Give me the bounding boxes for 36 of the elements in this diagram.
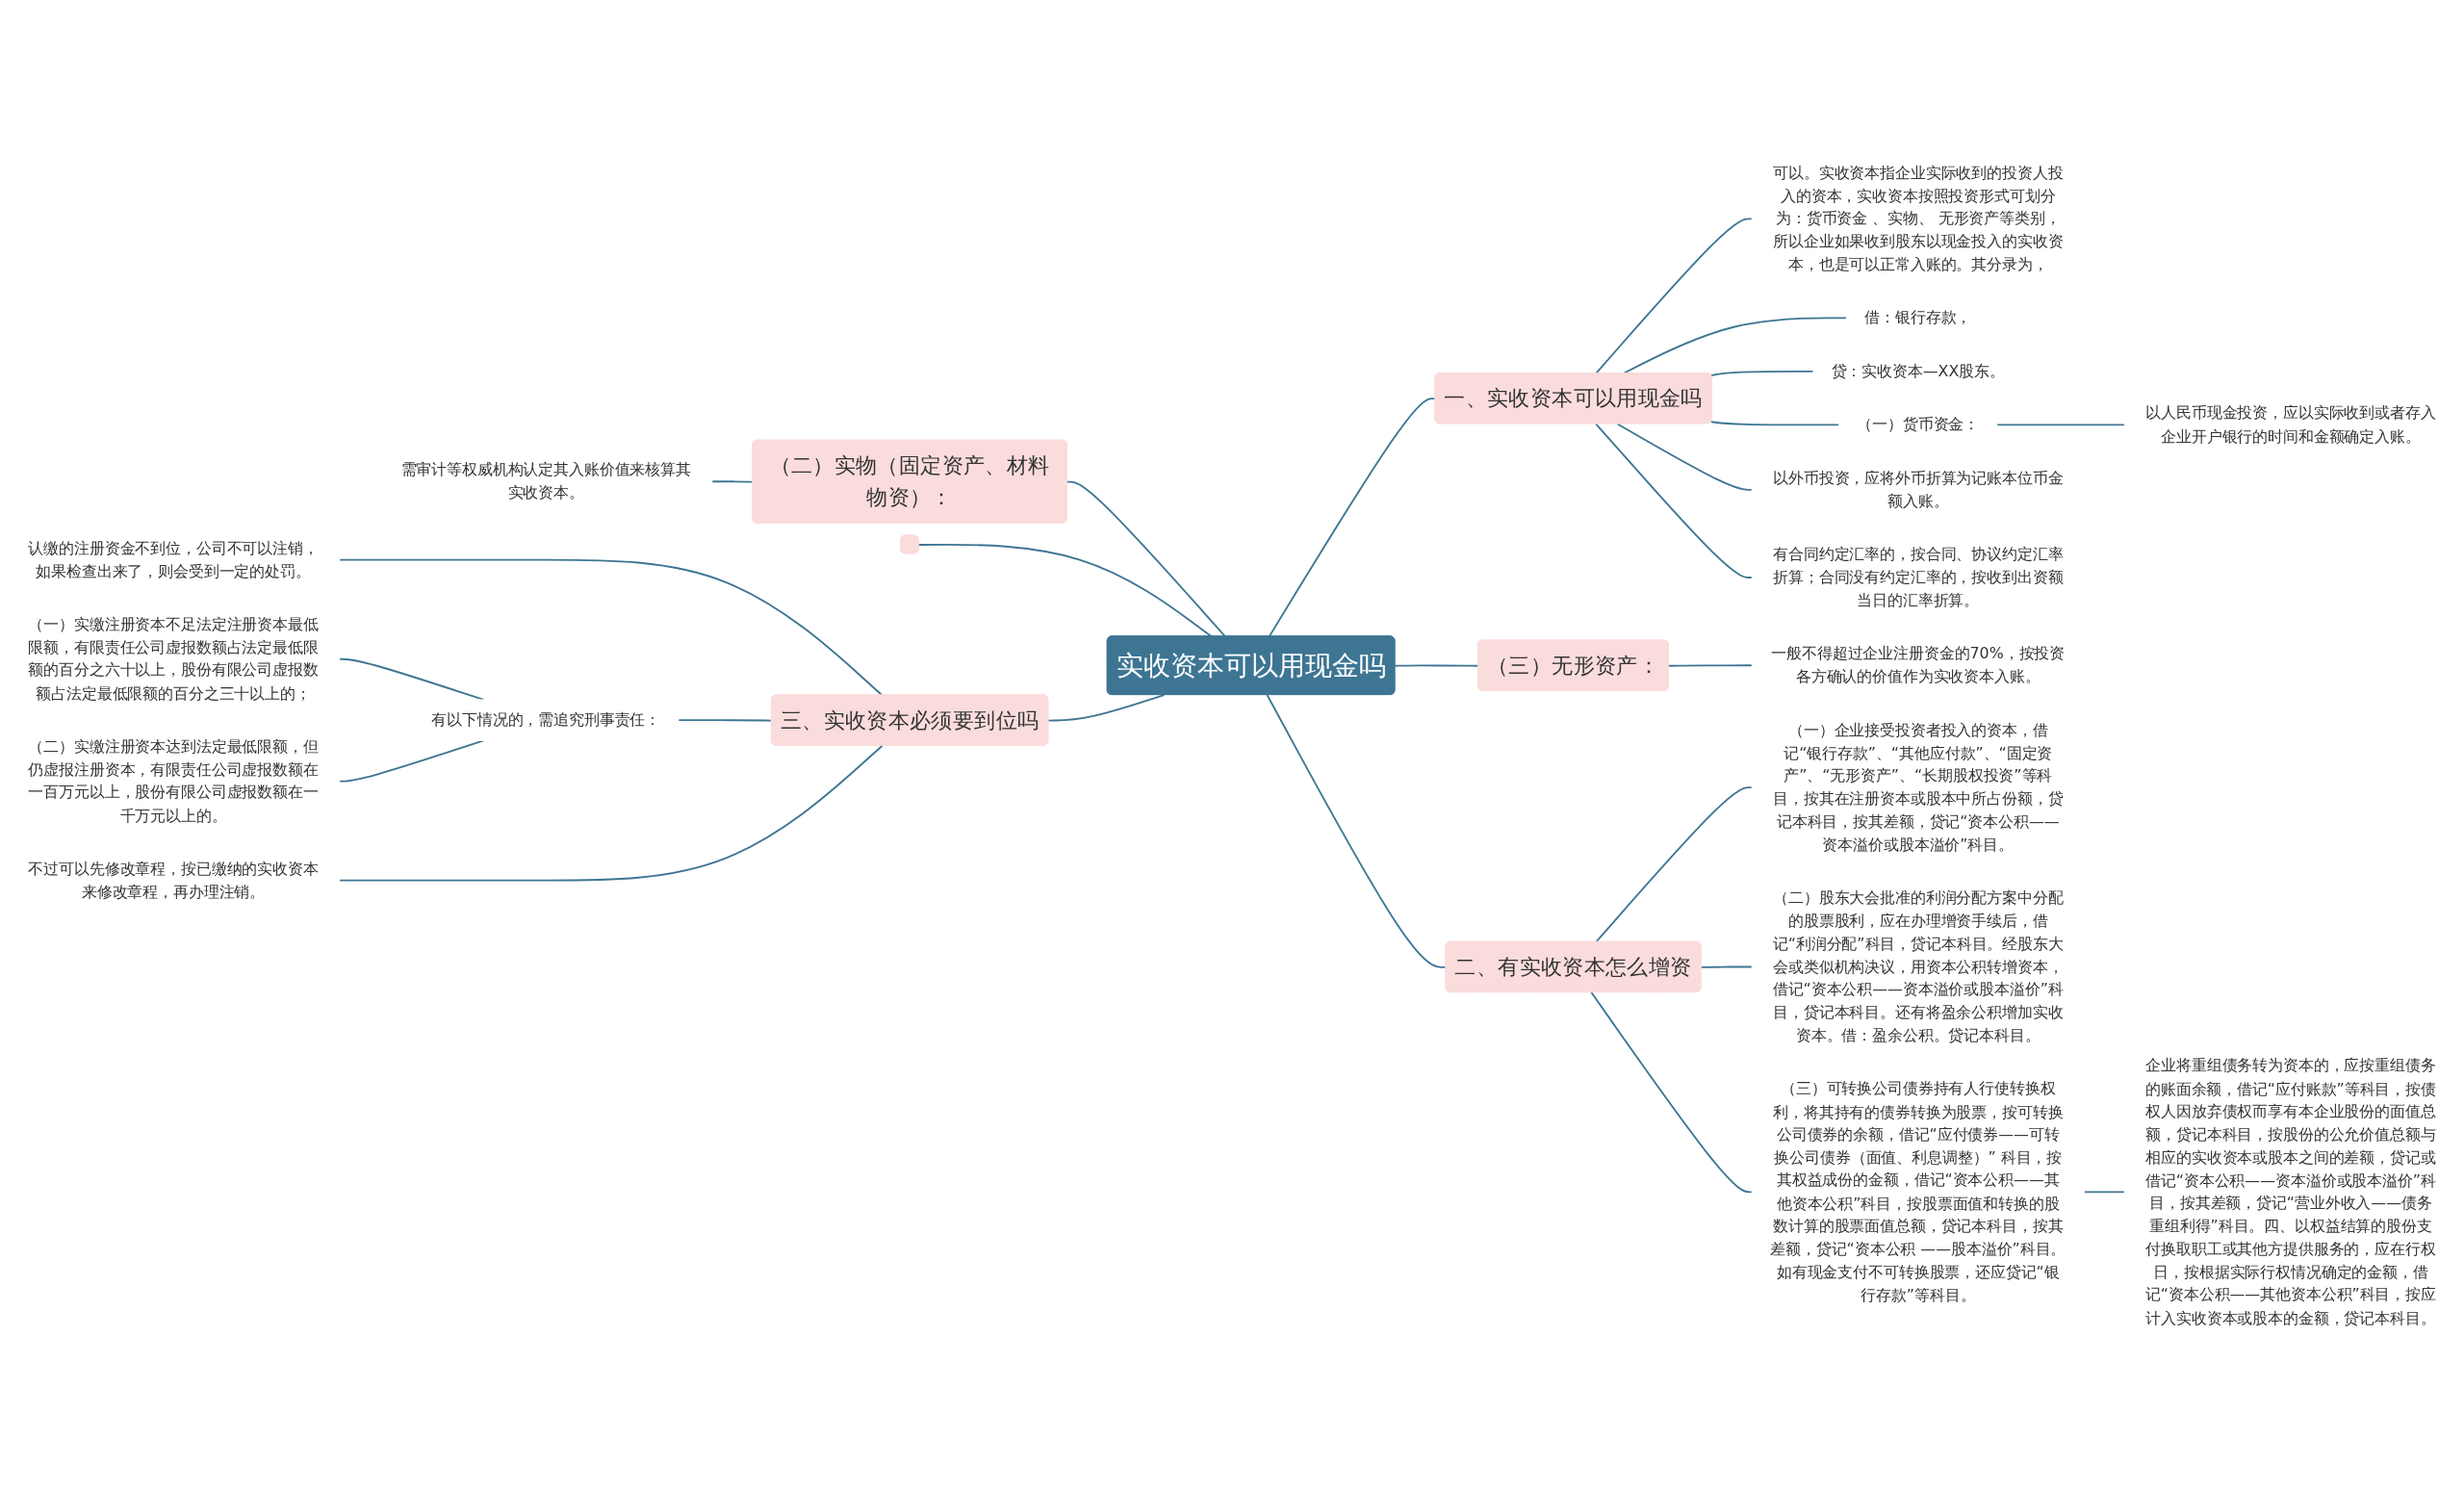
node-text: 以外币投资，应将外币折算为记账本位币金额入账。 (1773, 468, 2064, 510)
connector (338, 558, 884, 697)
connector (2083, 1191, 2126, 1194)
node-text: （二）实缴注册资本达到法定最低限额，但仍虚报注册资本，有限责任公司虚报数额在一百万元以上，股份有限公司虚报数额在一千万元以上的。 (28, 736, 319, 824)
connector (1709, 371, 1814, 376)
connector (1595, 218, 1754, 374)
connector (1595, 786, 1754, 943)
node-text: 贷：实收资本—XX股东。 (1831, 361, 2005, 380)
connector (1700, 965, 1754, 968)
node-text: 有以下情况的，需追究刑事责任： (431, 710, 661, 729)
node-text: 需审计等权威机构认定其入账价值来核算其实收资本。 (400, 460, 691, 501)
node-text: （二）股东大会批准的利润分配方案中分配的股票股利，应在办理增资手续后，借记“利润分配”科目，贷记本科目。经股东大会或类似机构决议，用资本公积转增资本，借记“资本公积——资本溢价或股本溢价”科目，贷记本科目。还有将盈余公积增加实收资本。借：盈余公积。贷记本科目。 (1772, 888, 2064, 1044)
node-text: 有合同约定汇率的，按合同、协议约定汇率折算；合同没有约定汇率的，按收到出资额当日的汇率折算。 (1773, 545, 2064, 609)
connector (1047, 694, 1166, 722)
connector (1595, 423, 1754, 578)
connector (1622, 317, 1848, 374)
node-text: （一）货币资金： (1857, 415, 1980, 434)
connector (1266, 694, 1448, 968)
node-text: （一）企业接受投资者投入的资本，借记“银行存款”、“其他应付款”、“固定资产”、“无形资产”、“长期股权投资”等科目，按其在注册资本或股本中所占份额，贷记本科目，按其差额，贷记“资本公积——资本溢价或股本溢价”科目。 (1773, 720, 2064, 854)
node-text: 以人民币现金投资，应以实际收到或者存入企业开户银行的时间和金额确定入账。 (2145, 403, 2436, 445)
node-text: 不过可以先修改章程，按已缴纳的实收资本来修改章程，再办理注销。 (28, 859, 319, 901)
connector (338, 739, 485, 783)
node-text: 借：银行存款， (1864, 308, 1972, 327)
node-text: （一）实缴注册资本不足法定注册资本最低限额，有限责任公司虚报数额占法定最低限额的百分之六十以上，股份有限公司虚报数额占法定最低限额的百分之三十以上的； (28, 614, 319, 703)
connector (1995, 424, 2126, 426)
connector (338, 744, 884, 882)
node-text: 一般不得超过企业注册资金的70%，按投资各方确认的价值作为实收资本入账。 (1771, 644, 2066, 685)
node-text: 企业将重组债务转为资本的，应按重组债务的账面余额，借记“应付账款”等科目，按债权人因放弃债权而享有本企业股份的面值总额，贷记本科目，按股份的公允价值总额与相应的实收资本或股本之间的差额，贷记或借记“资本公积——资本溢价或股本溢价”科目，按其差额，贷记“营业外收入——债务重组利得”科目。四、以权益结算的股份支付换取职工或其他方提供服务的，应在行权日，按根据实际行权情况确定的金额，借记“资本公积——其他资本公积”科目，按应计入实收资本或股本的金额，贷记本科目。 (2144, 1056, 2436, 1326)
connector (677, 719, 773, 722)
connector (1590, 991, 1754, 1194)
connector (1709, 421, 1840, 426)
node-text: 可以。实收资本指企业实际收到的投资人投入的资本，实收资本按照投资形式可划分为：货币资金 、实物、 无形资产等类别，所以企业如果收到股东以现金投入的实收资本，也是可以正常入账的。其分录为， (1773, 163, 2064, 273)
node-text: （三）可转换公司债券持有人行使转换权利，将其持有的债券转换为股票，按可转换公司债券的余额，借记“应付债券——可转换公司债券（面值、利息调整）” 科目，按其权益成份的金额，借记“资本公积——其他资本公积”科目，按股票面值和转换的股数计算的股票面值总额，贷记本科目，按其差额，贷记“资本公积 ——股本溢价”科目。如有现金支付不可转换股票，还应贷记“银行存款”等科目。 (1770, 1079, 2066, 1304)
connector (1616, 423, 1754, 491)
connector (1667, 664, 1754, 667)
node-text: 认缴的注册资金不到位，公司不可以注销，如果检查出来了，则会受到一定的处罚。 (28, 538, 319, 580)
